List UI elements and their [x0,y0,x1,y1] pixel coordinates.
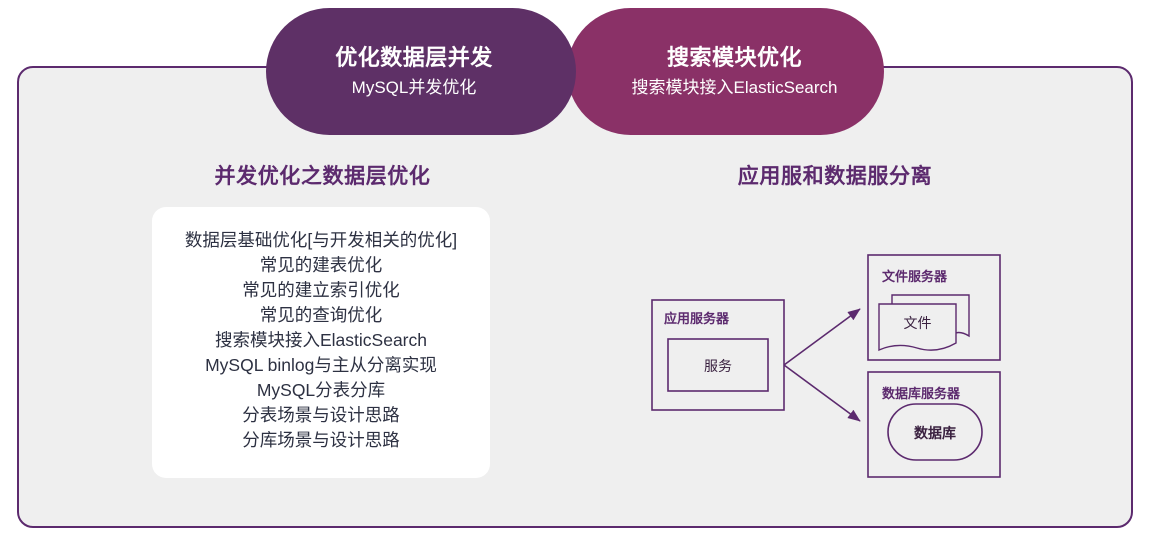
architecture-diagram: 应用服务器 服务 文件服务器 文件 数据库服务器 数据库 [620,200,1050,490]
pill-search-module-optimization[interactable]: 搜索模块优化 搜索模块接入ElasticSearch [567,8,884,135]
db-server-box [867,371,1001,478]
pill-group: 优化数据层并发 MySQL并发优化 搜索模块优化 搜索模块接入ElasticSe… [0,0,1154,140]
arrow-app-to-db [783,364,861,422]
file-server-inner-label: 文件 [903,315,932,331]
pill-optimize-data-layer-concurrency[interactable]: 优化数据层并发 MySQL并发优化 [266,8,576,135]
architecture-diagram-svg [651,254,1001,478]
list-item: 分表场景与设计思路 [242,405,400,425]
arrow-app-to-file [783,308,861,366]
app-server-box [651,299,785,411]
list-item: 数据层基础优化[与开发相关的优化] [184,230,458,250]
pill-title: 优化数据层并发 [335,44,493,70]
list-item: 分库场景与设计思路 [242,430,400,450]
list-item: 常见的建表优化 [259,255,383,275]
pill-title: 搜索模块优化 [666,44,802,70]
list-item: 常见的查询优化 [259,305,383,325]
left-section-heading: 并发优化之数据层优化 [214,165,431,188]
architecture-section: 应用服和数据服分离 [620,150,1050,490]
pill-subtitle: 搜索模块接入ElasticSearch [631,78,838,97]
db-server-inner-label: 数据库 [914,425,956,441]
database-cylinder [887,403,983,461]
file-server-title: 文件服务器 [882,269,948,284]
db-server-title: 数据库服务器 [882,386,961,401]
right-section-heading: 应用服和数据服分离 [737,165,933,188]
app-server-title: 应用服务器 [664,311,730,326]
list-item: MySQL分表分库 [256,380,386,400]
list-item: MySQL binlog与主从分离实现 [205,355,437,375]
topic-list-card: 数据层基础优化[与开发相关的优化] 常见的建表优化 常见的建立索引优化 常见的查… [152,207,490,478]
list-item: 常见的建立索引优化 [242,280,400,300]
file-server-box [867,254,1001,361]
data-layer-section: 并发优化之数据层优化 数据层基础优化[与开发相关的优化] 常见的建表优化 常见的… [135,150,510,490]
app-server-inner-label: 服务 [704,358,732,374]
list-item: 搜索模块接入ElasticSearch [215,330,427,350]
file-sheet-front [878,303,957,352]
pill-subtitle: MySQL并发优化 [351,78,477,97]
